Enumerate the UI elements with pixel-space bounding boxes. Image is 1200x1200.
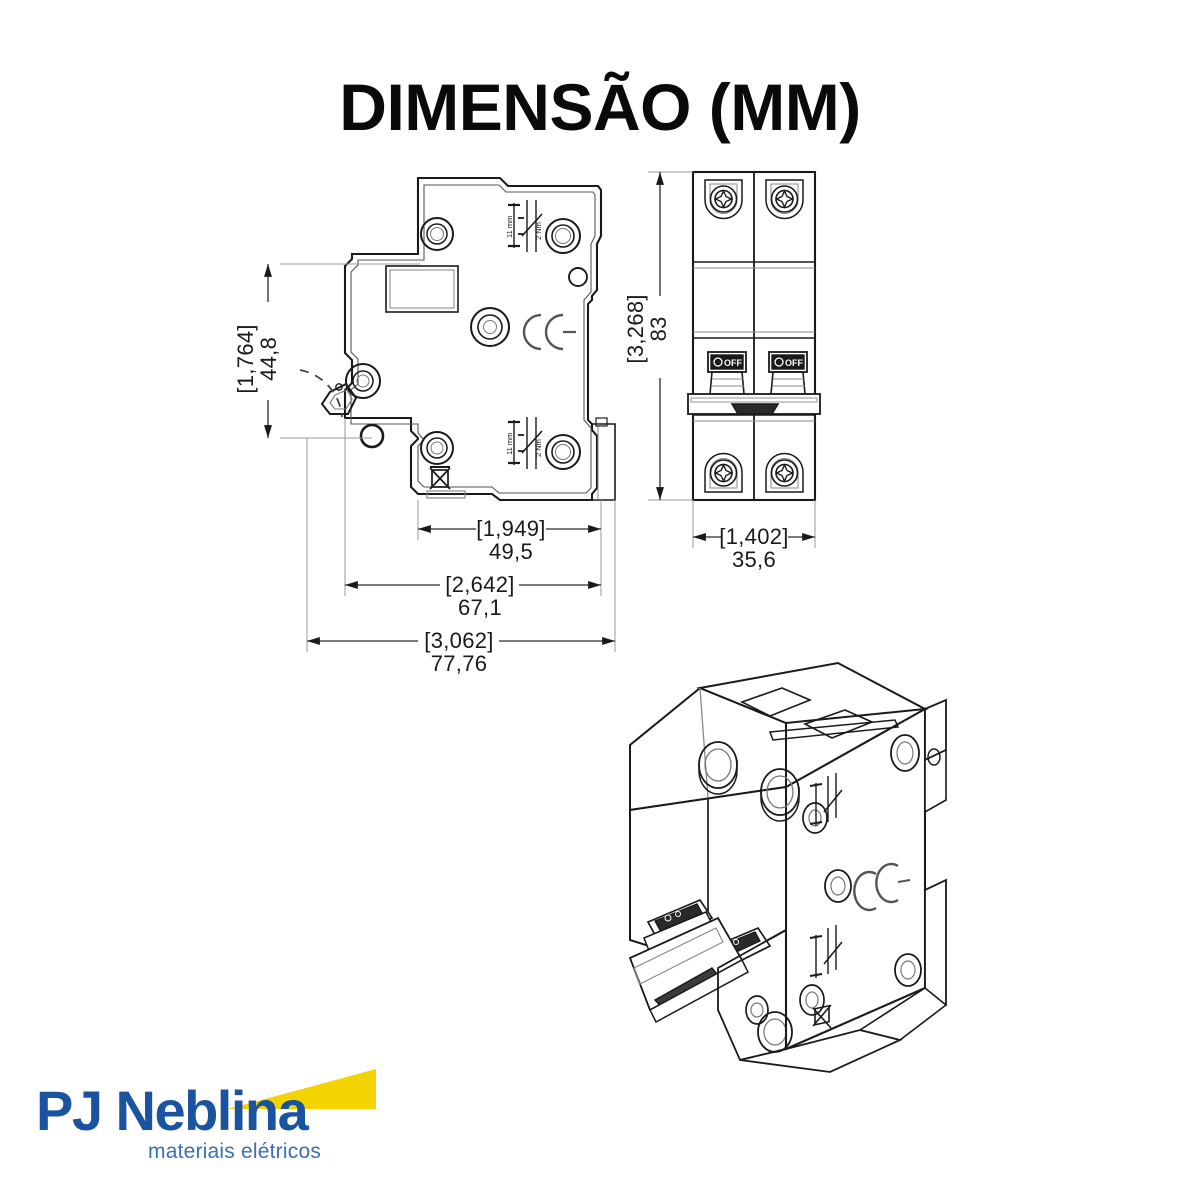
front-view-drawing: OFF OFF — [687, 170, 821, 502]
dimension-side-height-inch: [1,764] — [233, 324, 259, 394]
dimension-front-height: [3,268] 83 — [623, 259, 671, 399]
dimension-side-depth-1-inch: [1,949] — [476, 516, 546, 541]
page-title: DIMENSÃO (MM) — [339, 70, 861, 144]
ce-mark-iso — [853, 862, 911, 912]
terminal-note-iso-top — [809, 773, 843, 826]
logo-word-pj: PJ — [36, 1079, 103, 1142]
side-view-drawing: 11 mm 2 Nm 11 mm 2 Nm — [299, 176, 616, 502]
terminal-torque-label-top: 2 Nm — [534, 222, 543, 240]
terminal-depth-label-top: 11 mm — [505, 216, 514, 238]
toggle-tie-bar — [687, 393, 821, 415]
terminal-screw-top-pole-2 — [765, 179, 804, 220]
dimension-side-depth-1: [1,949] 49,5 — [441, 516, 581, 564]
toggle-label-pole-1: OFF — [724, 358, 742, 368]
toggle-tie-bar-iso — [628, 916, 749, 1024]
dimension-front-height-inch: [3,268] — [623, 294, 649, 364]
front-view-dimension-lines — [648, 171, 816, 548]
terminal-screw-bottom-pole-2 — [765, 452, 804, 493]
dimension-side-depth-3-inch: [3,062] — [424, 628, 494, 653]
terminal-torque-label-bottom: 2 Nm — [534, 439, 543, 457]
weee-mark-iso — [812, 1004, 832, 1029]
terminal-screw-bottom-pole-1 — [704, 452, 743, 493]
terminal-depth-label-bottom: 11 mm — [505, 433, 514, 455]
toggle-lever-side — [320, 382, 358, 415]
toggle-lever-front-pole-1: OFF — [707, 351, 747, 395]
terminal-note-top: 11 mm 2 Nm — [505, 200, 543, 252]
terminal-opening-iso-1 — [698, 741, 738, 795]
toggle-label-pole-2: OFF — [785, 358, 803, 368]
dimension-front-width: [1,402] 35,6 — [684, 524, 824, 572]
side-view-dimension-lines — [264, 263, 616, 652]
dimension-side-height-mm: 44,8 — [256, 336, 281, 381]
dimension-front-height-mm: 83 — [646, 316, 671, 342]
logo-swoosh-icon — [228, 1069, 376, 1109]
dimension-front-width-inch: [1,402] — [719, 524, 789, 549]
dimension-front-width-mm: 35,6 — [731, 546, 777, 572]
toggle-lever-front-pole-2: OFF — [768, 351, 808, 395]
logo-tagline: materiais elétricos — [148, 1140, 322, 1163]
isometric-view-drawing — [628, 661, 948, 1073]
weee-mark-side — [429, 466, 451, 490]
din-rail-clip-side — [592, 417, 616, 501]
terminal-screw-top-pole-1 — [704, 179, 743, 220]
ce-mark-side — [522, 313, 576, 351]
dimension-side-depth-3: [3,062] 77,76 — [389, 628, 529, 676]
terminal-note-iso-bottom — [809, 925, 843, 978]
dimension-side-depth-2-mm: 67,1 — [457, 594, 503, 620]
logo-word-neblina: Neblina — [115, 1079, 309, 1142]
dimension-side-depth-2: [2,642] 67,1 — [410, 572, 550, 620]
dimension-side-depth-3-mm: 77,76 — [430, 650, 488, 676]
terminal-note-bottom: 11 mm 2 Nm — [505, 417, 543, 469]
dimension-side-depth-2-inch: [2,642] — [445, 572, 515, 597]
dimension-side-depth-1-mm: 49,5 — [488, 538, 534, 564]
dimension-side-height: [1,764] 44,8 — [233, 289, 281, 429]
terminal-opening-iso-2 — [760, 768, 800, 822]
